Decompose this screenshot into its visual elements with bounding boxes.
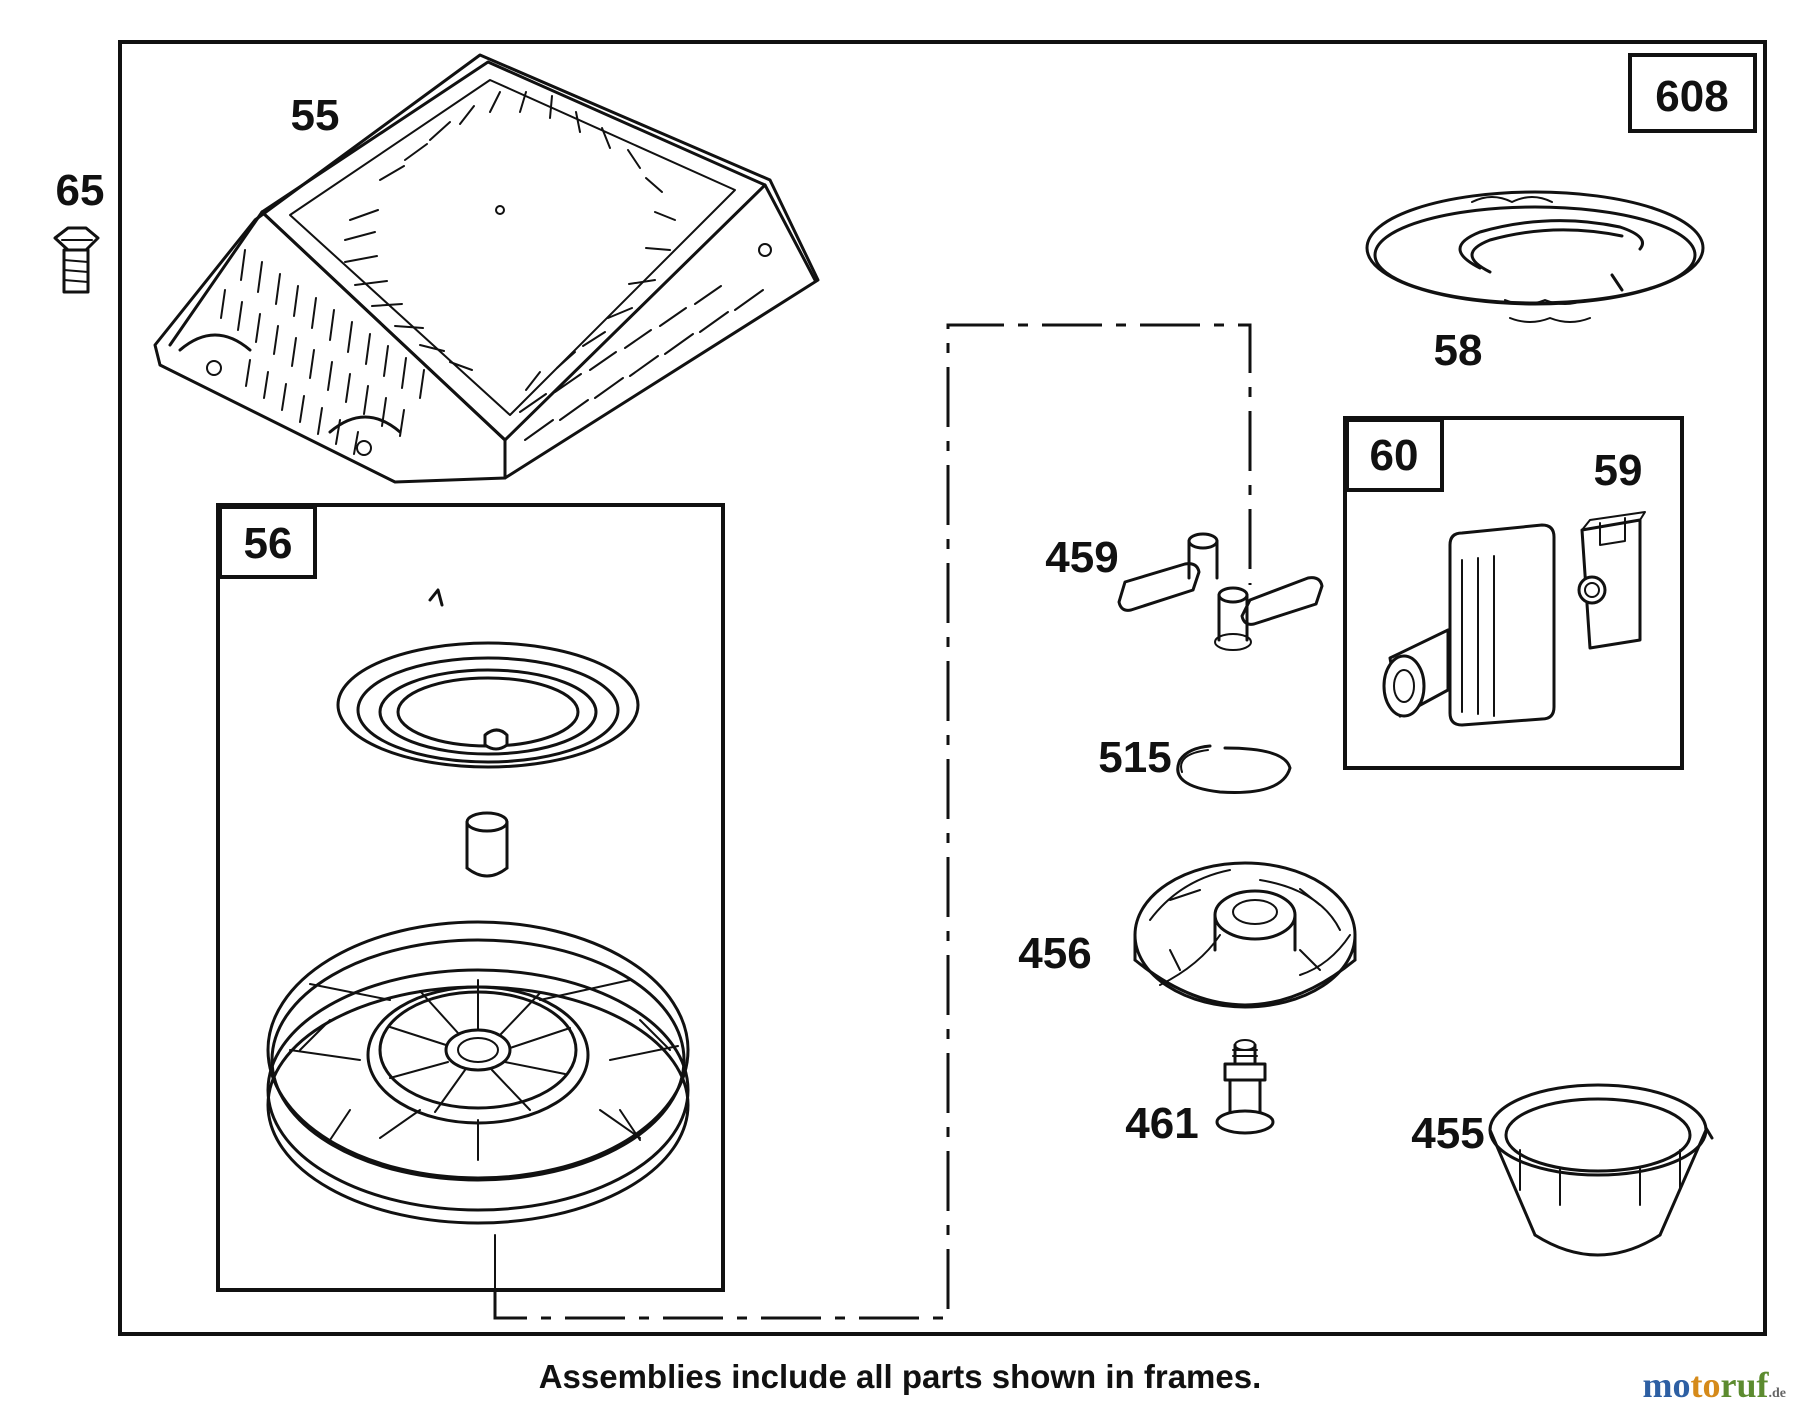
outer-frame (118, 40, 1767, 1336)
caption: Assemblies include all parts shown in fr… (538, 1358, 1262, 1395)
part-55-blower-housing (153, 53, 820, 484)
spring-insert (465, 811, 509, 878)
assembly-connector-line (493, 323, 1252, 1320)
label-455: 455 (1411, 1109, 1484, 1158)
label-56: 56 (244, 519, 293, 568)
label-459: 459 (1045, 533, 1118, 582)
label-58: 58 (1434, 326, 1483, 375)
label-65: 65 (56, 166, 105, 215)
starter-pulley (266, 920, 690, 1291)
part-461-screw (1215, 1039, 1275, 1135)
rewind-spring (336, 588, 640, 769)
part-455-starter-cup (1488, 1083, 1714, 1257)
assembly-number: 608 (1655, 72, 1728, 121)
label-60: 60 (1370, 431, 1419, 480)
rope-clip (1577, 511, 1646, 650)
part-58-starter-rope (1365, 190, 1705, 323)
label-59: 59 (1594, 446, 1643, 495)
watermark-logo: motoruf.de (1642, 1365, 1787, 1405)
label-461: 461 (1125, 1099, 1198, 1148)
label-456: 456 (1018, 929, 1091, 978)
part-515-retainer-ring (1176, 744, 1292, 794)
part-459-pawls (1117, 532, 1324, 651)
starter-handle (1382, 523, 1556, 727)
label-55: 55 (291, 91, 340, 140)
part-65-bolt (53, 226, 100, 294)
assembly-number-box: 608 (1628, 53, 1757, 133)
frame-60 (1343, 416, 1684, 770)
part-456-ratchet (1133, 861, 1357, 1009)
frame-56 (216, 503, 725, 1292)
label-515: 515 (1098, 733, 1171, 782)
